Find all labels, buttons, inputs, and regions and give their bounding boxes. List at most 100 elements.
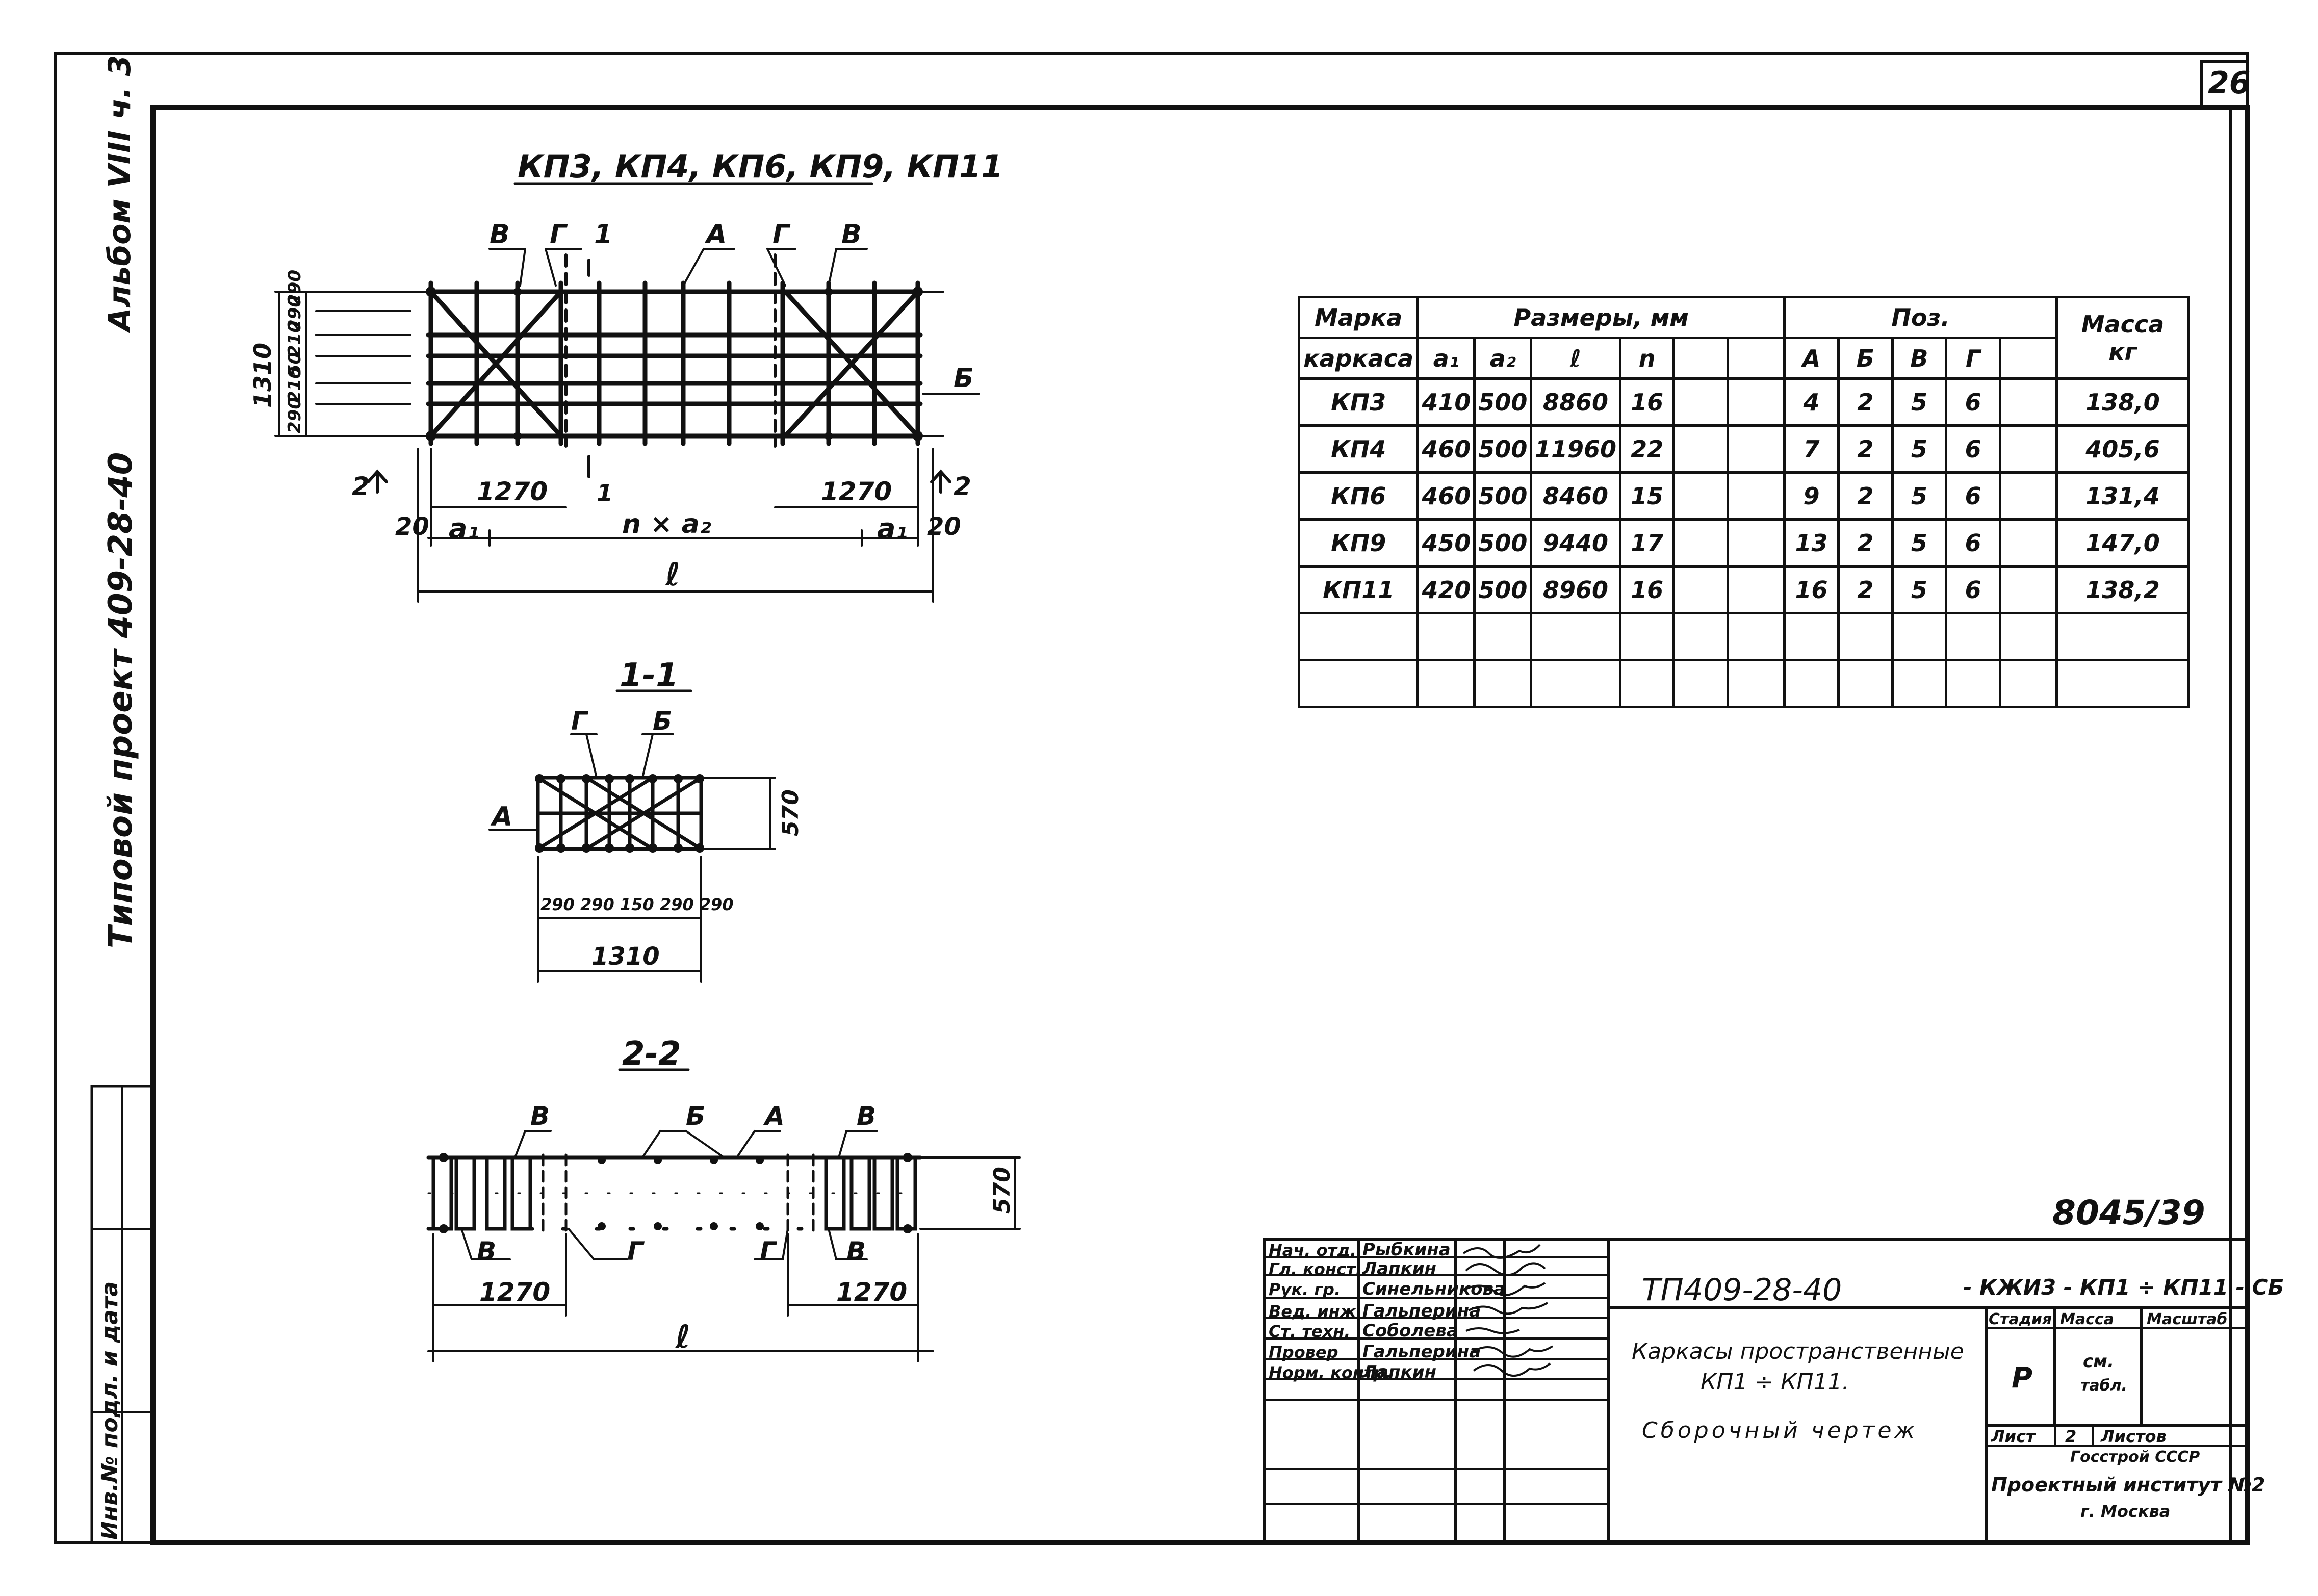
col-masshtab: Масштаб (2147, 1310, 2228, 1328)
table-cell: 7 (1783, 424, 1840, 474)
th-sub: a₁ (1416, 337, 1476, 380)
main-view-title: КП3, КП4, КП6, КП9, КП11 (518, 148, 1003, 185)
table-cell: КП9 (1297, 518, 1420, 568)
table-cell: 6 (1945, 377, 2001, 427)
table-cell: 147,0 (2055, 518, 2191, 568)
tb-name: Лапкин (1362, 1258, 1437, 1279)
table-cell: 6 (1945, 424, 2001, 474)
table-cell: 500 (1473, 424, 1533, 474)
th-sub: В (1891, 337, 1948, 380)
table-cell: 460 (1416, 424, 1476, 474)
table-cell: КП11 (1297, 565, 1420, 614)
label-pos-g-right: Г (772, 219, 790, 250)
section-1-1 (488, 689, 776, 983)
s1-dim-1310: 1310 (591, 942, 660, 971)
main-view-plan (274, 182, 980, 603)
table-cell: 5 (1891, 518, 1948, 568)
table-cell: 11960 (1530, 424, 1621, 474)
label-pos-b: Б (954, 363, 974, 394)
th-sub (1672, 337, 1730, 380)
table-cell: 8460 (1530, 471, 1621, 521)
table-cell: 8860 (1530, 377, 1621, 427)
dim-a1-right: a₁ (877, 512, 908, 545)
page-number: 26 (2208, 65, 2251, 101)
table-cell (1837, 612, 1894, 661)
title-line-1: Каркасы пространственные (1632, 1338, 1964, 1365)
table-cell (1473, 659, 1533, 708)
table-cell (1727, 471, 1786, 521)
table-cell (1998, 565, 2058, 614)
table-cell (1783, 612, 1840, 661)
dim-20-right: 20 (927, 512, 961, 541)
tb-role: Вед. инж. (1269, 1302, 1362, 1321)
table-cell (1672, 518, 1730, 568)
table-cell (2055, 659, 2191, 708)
section-1-mark: 1 (597, 479, 613, 507)
stadia-value: Р (2012, 1361, 2033, 1395)
label-pos-v-right: В (841, 219, 862, 250)
org-line-1: Госстрой СССР (2070, 1448, 2200, 1466)
table-cell: 2 (1837, 565, 1894, 614)
table-cell (1783, 659, 1840, 708)
s2-dim-l: ℓ (676, 1318, 691, 1355)
page-number-box (2200, 60, 2249, 109)
table-cell: 6 (1945, 518, 2001, 568)
inner-frame (150, 105, 2250, 1545)
dim-a1-left: a₁ (449, 512, 480, 545)
s2-label-pos-g-r: Г (760, 1237, 776, 1266)
table-cell (1891, 612, 1948, 661)
table-cell (1998, 659, 2058, 708)
tb-name: Лапкин (1362, 1362, 1437, 1382)
doc-suffix: - КЖИ3 - КП1 ÷ КП11 - СБ (1963, 1275, 2284, 1300)
table-cell: 450 (1416, 518, 1476, 568)
table-cell: 138,2 (2055, 565, 2191, 614)
s2-dim-1270-l: 1270 (479, 1277, 551, 1307)
table-row (1297, 612, 2191, 661)
sheet-num: 2 (2065, 1427, 2077, 1446)
th-pos: Поз. (1783, 296, 2058, 339)
table-cell: 2 (1837, 471, 1894, 521)
table-cell (1998, 612, 2058, 661)
tb-name: Рыбкина (1362, 1240, 1451, 1260)
s2-dim-570: 570 (989, 1167, 1015, 1214)
table-cell (1672, 424, 1730, 474)
main-view-dots (426, 287, 923, 441)
label-pos-a: А (706, 219, 727, 250)
s2-label-pos-a: А (765, 1101, 785, 1131)
s2-label-pos-v-br: В (846, 1237, 866, 1266)
table-cell: 500 (1473, 565, 1533, 614)
massa-value-1: см. (2083, 1351, 2114, 1372)
s2-dim-1270-r: 1270 (836, 1277, 908, 1307)
s1-dim-570: 570 (778, 789, 804, 836)
table-cell (1672, 612, 1730, 661)
label-pos-1: 1 (594, 219, 613, 250)
table-cell (1727, 612, 1786, 661)
massa-value-2: табл. (2080, 1377, 2127, 1395)
archive-number: 8045/39 (2052, 1193, 2205, 1232)
tb-name: Синельникова (1362, 1279, 1505, 1299)
table-cell: 22 (1618, 424, 1676, 474)
s2-label-pos-v-bl: В (477, 1237, 497, 1266)
tb-name: Гальперина (1362, 1342, 1481, 1362)
table-cell (1672, 659, 1730, 708)
table-cell (1727, 424, 1786, 474)
dim-20-left: 20 (395, 512, 429, 541)
table-cell: 5 (1891, 471, 1948, 521)
col-massa: Масса (2060, 1310, 2114, 1328)
table-cell: 16 (1618, 565, 1676, 614)
table-cell: 9 (1783, 471, 1840, 521)
table-cell: 16 (1618, 377, 1676, 427)
th-sub (1998, 337, 2058, 380)
table-cell: 5 (1891, 377, 1948, 427)
label-pos-v-left: В (490, 219, 510, 250)
sheets-label: Листов (2101, 1427, 2167, 1446)
section-mark-right: 2 (954, 472, 971, 501)
tb-name: Соболева (1362, 1321, 1458, 1341)
table-cell (1945, 612, 2001, 661)
margin-album: Альбом VIII ч. 3 (102, 55, 138, 331)
